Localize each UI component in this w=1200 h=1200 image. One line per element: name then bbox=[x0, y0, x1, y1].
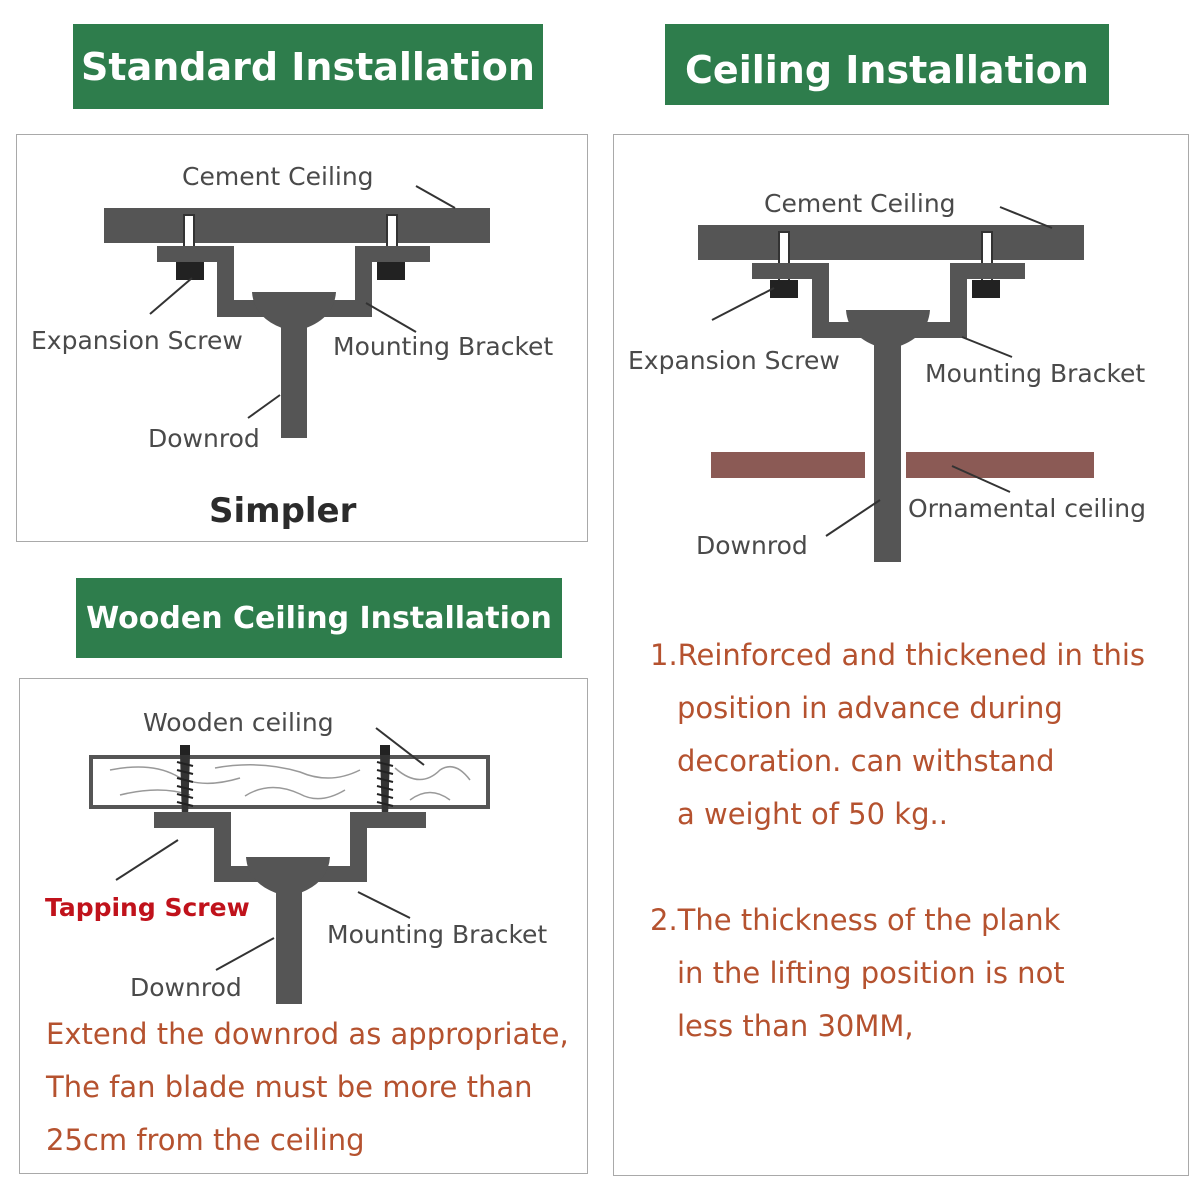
cement-ceiling-slab bbox=[698, 225, 1084, 260]
label-expansion-screw: Expansion Screw bbox=[628, 346, 840, 375]
leader-line bbox=[961, 336, 1013, 358]
tapping-screw-right bbox=[376, 745, 394, 818]
nut-left bbox=[176, 262, 204, 280]
leader-line bbox=[825, 499, 881, 537]
note-line: 2.The thickness of the plank bbox=[650, 903, 1061, 937]
cement-ceiling-slab bbox=[104, 208, 490, 243]
mounting-bracket bbox=[752, 263, 1025, 338]
label-cement-ceiling: Cement Ceiling bbox=[182, 162, 374, 191]
label-downrod: Downrod bbox=[696, 531, 808, 560]
ceiling-installation-panel bbox=[613, 134, 1189, 1176]
wooden-diagram: Wooden ceiling Tapping Screw Mounting Br… bbox=[45, 708, 547, 1004]
label-tapping-screw: Tapping Screw bbox=[45, 893, 250, 922]
leader-line bbox=[711, 287, 775, 321]
tapping-screw-left bbox=[176, 745, 194, 818]
mounting-bracket bbox=[157, 246, 430, 317]
ceiling-installation-banner: Ceiling Installation bbox=[665, 24, 1109, 105]
leader-line bbox=[415, 185, 456, 209]
downrod-hub bbox=[246, 857, 330, 895]
downrod bbox=[281, 326, 307, 438]
wooden-installation-note: Extend the downrod as appropriate, The f… bbox=[46, 1008, 569, 1167]
downrod-hub bbox=[252, 292, 336, 330]
ornamental-ceiling-left bbox=[711, 452, 865, 478]
note-line: Extend the downrod as appropriate, bbox=[46, 1017, 569, 1051]
mounting-bracket bbox=[154, 812, 426, 882]
downrod bbox=[276, 890, 302, 1004]
ceiling-diagram: Cement Ceiling Expansion Screw Mounting … bbox=[628, 189, 1146, 562]
leader-line bbox=[375, 727, 425, 766]
note-line: decoration. can withstand bbox=[677, 744, 1055, 778]
nut-right bbox=[377, 262, 405, 280]
label-ornamental-ceiling: Ornamental ceiling bbox=[908, 494, 1146, 523]
note-line: 25cm from the ceiling bbox=[46, 1123, 365, 1157]
downrod bbox=[874, 344, 901, 562]
ceiling-note-1: 1.Reinforced and thickened in this posit… bbox=[650, 629, 1145, 841]
leader-line bbox=[365, 302, 417, 333]
leader-line bbox=[951, 465, 1011, 493]
note-line: position in advance during bbox=[677, 691, 1063, 725]
caption-simpler: Simpler bbox=[209, 491, 357, 531]
label-expansion-screw: Expansion Screw bbox=[31, 326, 243, 355]
note-line: The fan blade must be more than bbox=[46, 1070, 533, 1104]
downrod-hub bbox=[846, 310, 930, 348]
ornamental-ceiling-right bbox=[906, 452, 1094, 478]
nut-left bbox=[770, 280, 798, 298]
leader-line bbox=[215, 937, 275, 971]
label-mounting-bracket: Mounting Bracket bbox=[327, 920, 547, 949]
label-cement-ceiling: Cement Ceiling bbox=[764, 189, 956, 218]
standard-installation-banner: Standard Installation bbox=[73, 24, 543, 109]
standard-diagram: Cement Ceiling Expansion Screw Mounting … bbox=[31, 162, 553, 531]
note-line: a weight of 50 kg.. bbox=[677, 797, 948, 831]
note-line: 1.Reinforced and thickened in this bbox=[650, 638, 1145, 672]
wooden-ceiling-installation-banner: Wooden Ceiling Installation bbox=[76, 578, 562, 658]
wooden-ceiling-plank bbox=[89, 755, 490, 809]
note-line: in the lifting position is not bbox=[677, 956, 1065, 990]
label-mounting-bracket: Mounting Bracket bbox=[333, 332, 553, 361]
ceiling-note-2: 2.The thickness of the plank in the lift… bbox=[650, 894, 1065, 1053]
label-mounting-bracket: Mounting Bracket bbox=[925, 359, 1145, 388]
label-downrod: Downrod bbox=[130, 973, 242, 1002]
leader-line bbox=[149, 277, 193, 315]
leader-line bbox=[999, 206, 1053, 229]
leader-line bbox=[247, 394, 281, 419]
label-wooden-ceiling: Wooden ceiling bbox=[143, 708, 334, 737]
label-downrod: Downrod bbox=[148, 424, 260, 453]
leader-line bbox=[115, 839, 179, 881]
note-line: less than 30MM, bbox=[677, 1009, 914, 1043]
leader-line bbox=[357, 891, 411, 919]
nut-right bbox=[972, 280, 1000, 298]
